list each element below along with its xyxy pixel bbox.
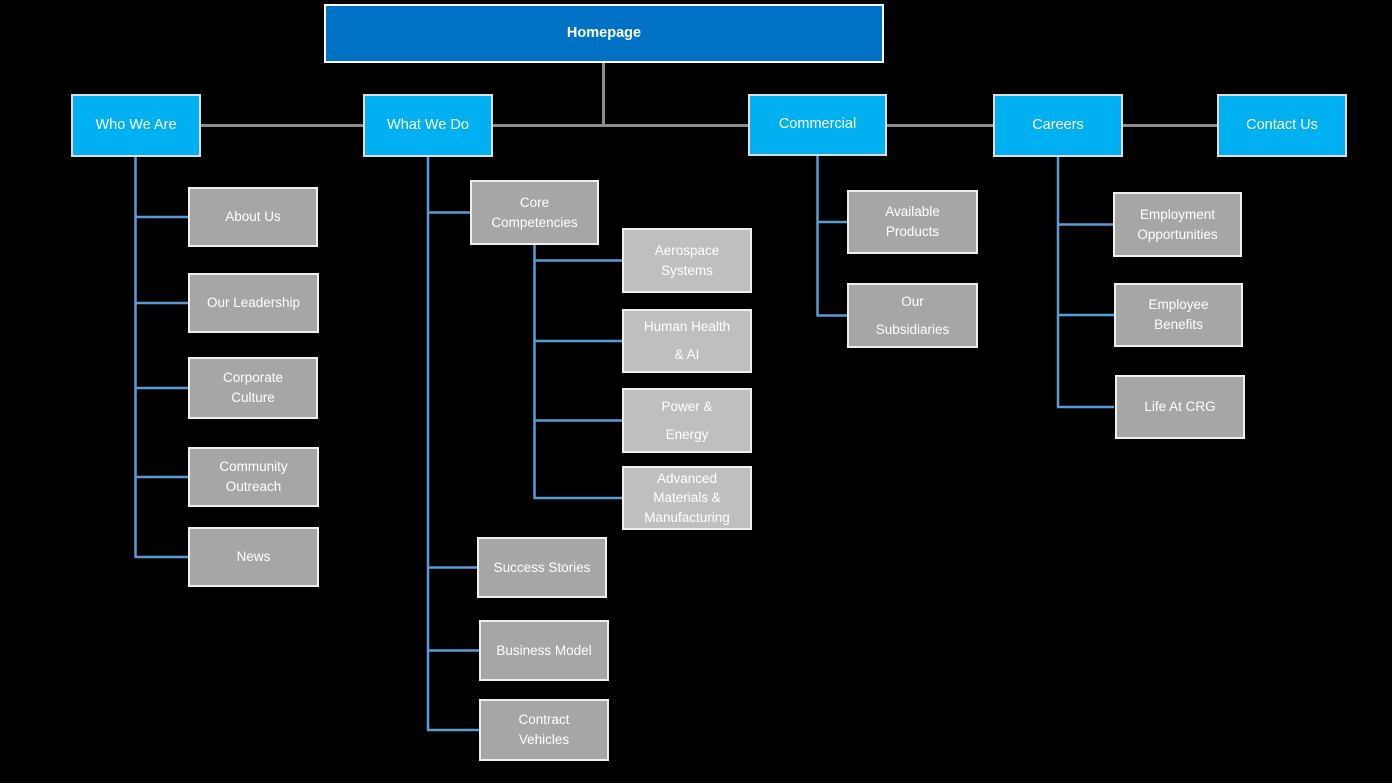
node-homepage: Homepage: [324, 4, 884, 63]
node-careers: Careers: [993, 94, 1123, 157]
node-business-model: Business Model: [479, 620, 609, 681]
node-aerospace-systems: Aerospace Systems: [622, 228, 752, 293]
node-human-health-ai: Human Health & AI: [622, 309, 752, 373]
node-employment-opportunities: Employment Opportunities: [1113, 192, 1242, 257]
node-power-energy: Power & Energy: [622, 388, 752, 453]
node-available-products: Available Products: [847, 190, 978, 254]
node-our-subsidiaries: Our Subsidiaries: [847, 283, 978, 348]
node-news: News: [188, 527, 319, 587]
node-contract-vehicles: Contract Vehicles: [479, 699, 609, 761]
node-commercial: Commercial: [748, 94, 887, 156]
node-core-competencies: Core Competencies: [470, 180, 599, 245]
node-success-stories: Success Stories: [477, 537, 607, 598]
node-our-leadership: Our Leadership: [188, 273, 319, 333]
node-what-we-do: What We Do: [363, 94, 493, 157]
node-life-at-crg: Life At CRG: [1115, 375, 1245, 439]
node-corporate-culture: Corporate Culture: [188, 357, 318, 419]
node-employee-benefits: Employee Benefits: [1114, 283, 1243, 347]
node-contact-us: Contact Us: [1217, 94, 1347, 157]
node-community-outreach: Community Outreach: [188, 447, 319, 507]
node-about-us: About Us: [188, 187, 318, 247]
node-advanced-materials-manufacturing: Advanced Materials & Manufacturing: [622, 466, 752, 530]
node-who-we-are: Who We Are: [71, 94, 201, 157]
